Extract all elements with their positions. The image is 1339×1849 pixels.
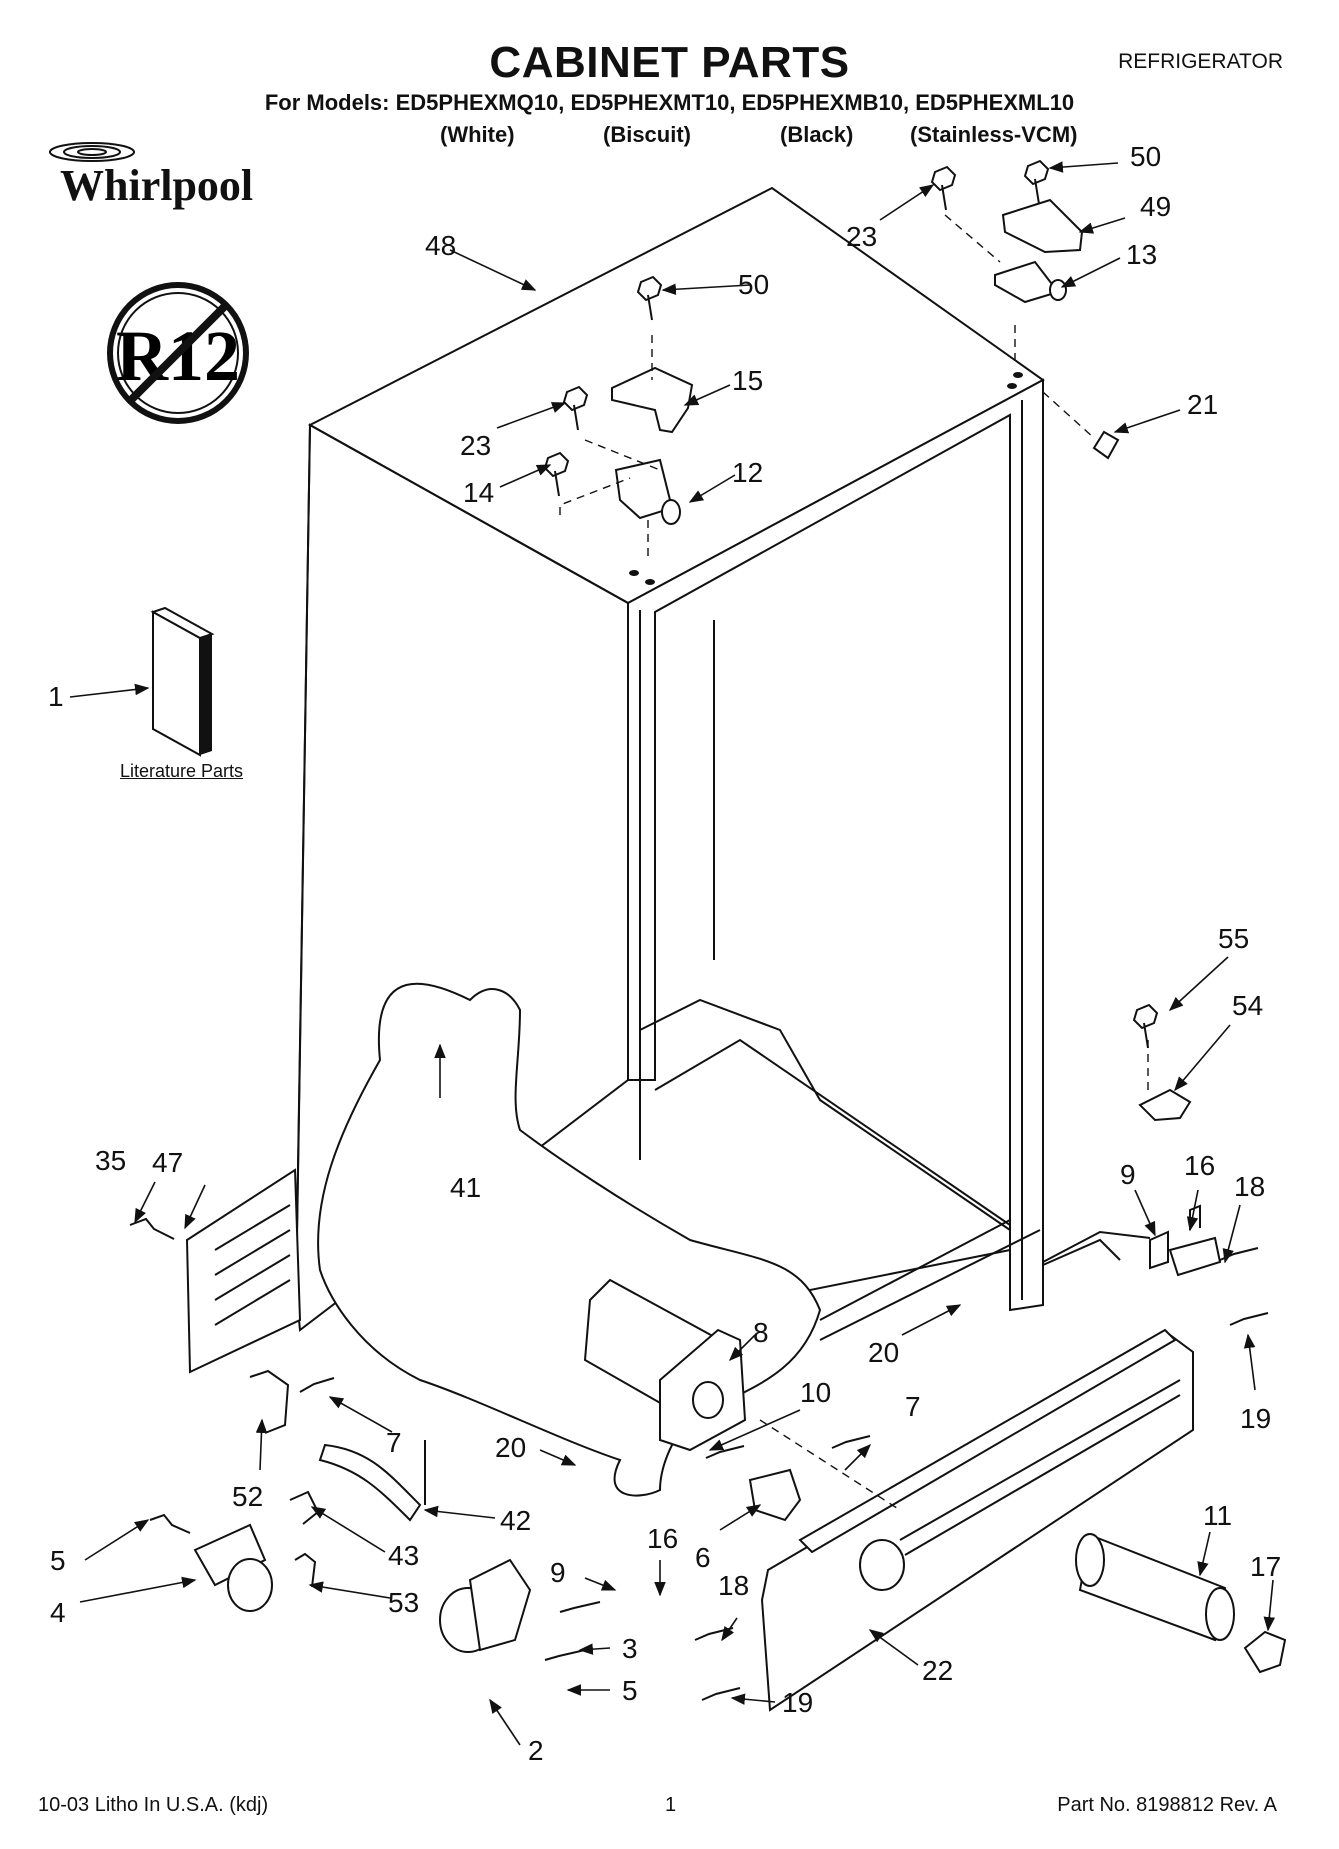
callout-23: 23	[460, 430, 491, 461]
callout-23b: 23	[846, 221, 877, 252]
upper-hinge-left	[559, 335, 694, 525]
callout-5b: 5	[622, 1675, 638, 1706]
bracket-6	[748, 1468, 802, 1522]
callout-10: 10	[800, 1377, 831, 1408]
roller-2	[439, 1558, 532, 1653]
callout-7b: 7	[386, 1427, 402, 1458]
bracket-54	[1138, 1088, 1192, 1122]
callout-22: 22	[922, 1655, 953, 1686]
callout-53: 53	[388, 1587, 419, 1618]
callout-50b: 50	[1130, 141, 1161, 172]
callout-14: 14	[463, 477, 494, 508]
upper-hinge-right	[944, 198, 1084, 304]
variant-white: (White)	[440, 122, 515, 147]
callout-16: 16	[1184, 1150, 1215, 1181]
callout-12: 12	[732, 457, 763, 488]
callout-1: 1	[48, 681, 64, 712]
tube-42	[318, 1443, 422, 1522]
callout-18b: 18	[718, 1570, 749, 1601]
callout-17: 17	[1250, 1551, 1281, 1582]
callout-16b: 16	[647, 1523, 678, 1554]
water-filter-11	[1075, 1533, 1235, 1642]
page-number: 1	[665, 1794, 677, 1816]
callout-43: 43	[388, 1540, 419, 1571]
print-info: 10-03 Litho In U.S.A. (kdj)	[38, 1794, 269, 1816]
callout-49: 49	[1140, 191, 1171, 222]
callout-9: 9	[1120, 1159, 1136, 1190]
grille-22	[760, 1328, 1194, 1712]
callout-15: 15	[732, 365, 763, 396]
callout-55: 55	[1218, 923, 1249, 954]
whirlpool-swirl-icon	[49, 142, 135, 162]
callout-52: 52	[232, 1481, 263, 1512]
callout-13: 13	[1126, 239, 1157, 270]
callout-3: 3	[622, 1633, 638, 1664]
callout-21: 21	[1187, 389, 1218, 420]
variant-stainless: (Stainless-VCM)	[910, 122, 1078, 147]
filter-housing-8	[583, 1278, 747, 1452]
callout-42: 42	[500, 1505, 531, 1536]
callout-19: 19	[1240, 1403, 1271, 1434]
models-line: For Models: ED5PHEXMQ10, ED5PHEXMT10, ED…	[264, 90, 1075, 115]
callout-5: 5	[50, 1545, 66, 1576]
rear-grille-47	[185, 1168, 302, 1374]
part-number: Part No. 8198812 Rev. A	[1057, 1794, 1277, 1816]
literature-parts-label: Literature Parts	[120, 761, 244, 781]
callout-48: 48	[425, 230, 456, 261]
no-r12-badge-icon: R12	[107, 282, 249, 424]
leader-lines	[69, 161, 1276, 1746]
callout-2: 2	[528, 1735, 544, 1766]
callout-18: 18	[1234, 1171, 1265, 1202]
caster-4	[193, 1523, 273, 1612]
variant-black: (Black)	[780, 122, 854, 147]
callout-numbers: 48 1 50 15 23 14 12 23 50 49 13 21 55 54…	[48, 141, 1281, 1766]
page-title: CABINET PARTS	[489, 38, 850, 87]
pin-21	[1092, 430, 1120, 460]
callout-54: 54	[1232, 990, 1263, 1021]
callout-4: 4	[50, 1597, 66, 1628]
clip-52	[249, 1369, 290, 1434]
callout-9b: 9	[550, 1557, 566, 1588]
literature-booklet	[150, 606, 215, 757]
variant-biscuit: (Biscuit)	[603, 122, 691, 147]
callout-50: 50	[738, 269, 769, 300]
screw-icons	[129, 159, 1269, 1701]
callout-19b: 19	[782, 1687, 813, 1718]
callout-35: 35	[95, 1145, 126, 1176]
callout-6: 6	[695, 1542, 711, 1573]
callout-11: 11	[1203, 1500, 1232, 1531]
callout-7: 7	[905, 1391, 921, 1422]
callout-47: 47	[152, 1147, 183, 1178]
callout-41: 41	[450, 1172, 481, 1203]
appliance-category: REFRIGERATOR	[1118, 50, 1283, 73]
callout-8: 8	[753, 1317, 769, 1348]
callout-20b: 20	[495, 1432, 526, 1463]
callout-20: 20	[868, 1337, 899, 1368]
filter-cap-17	[1243, 1630, 1287, 1674]
whirlpool-logo: Whirlpool	[60, 161, 254, 210]
